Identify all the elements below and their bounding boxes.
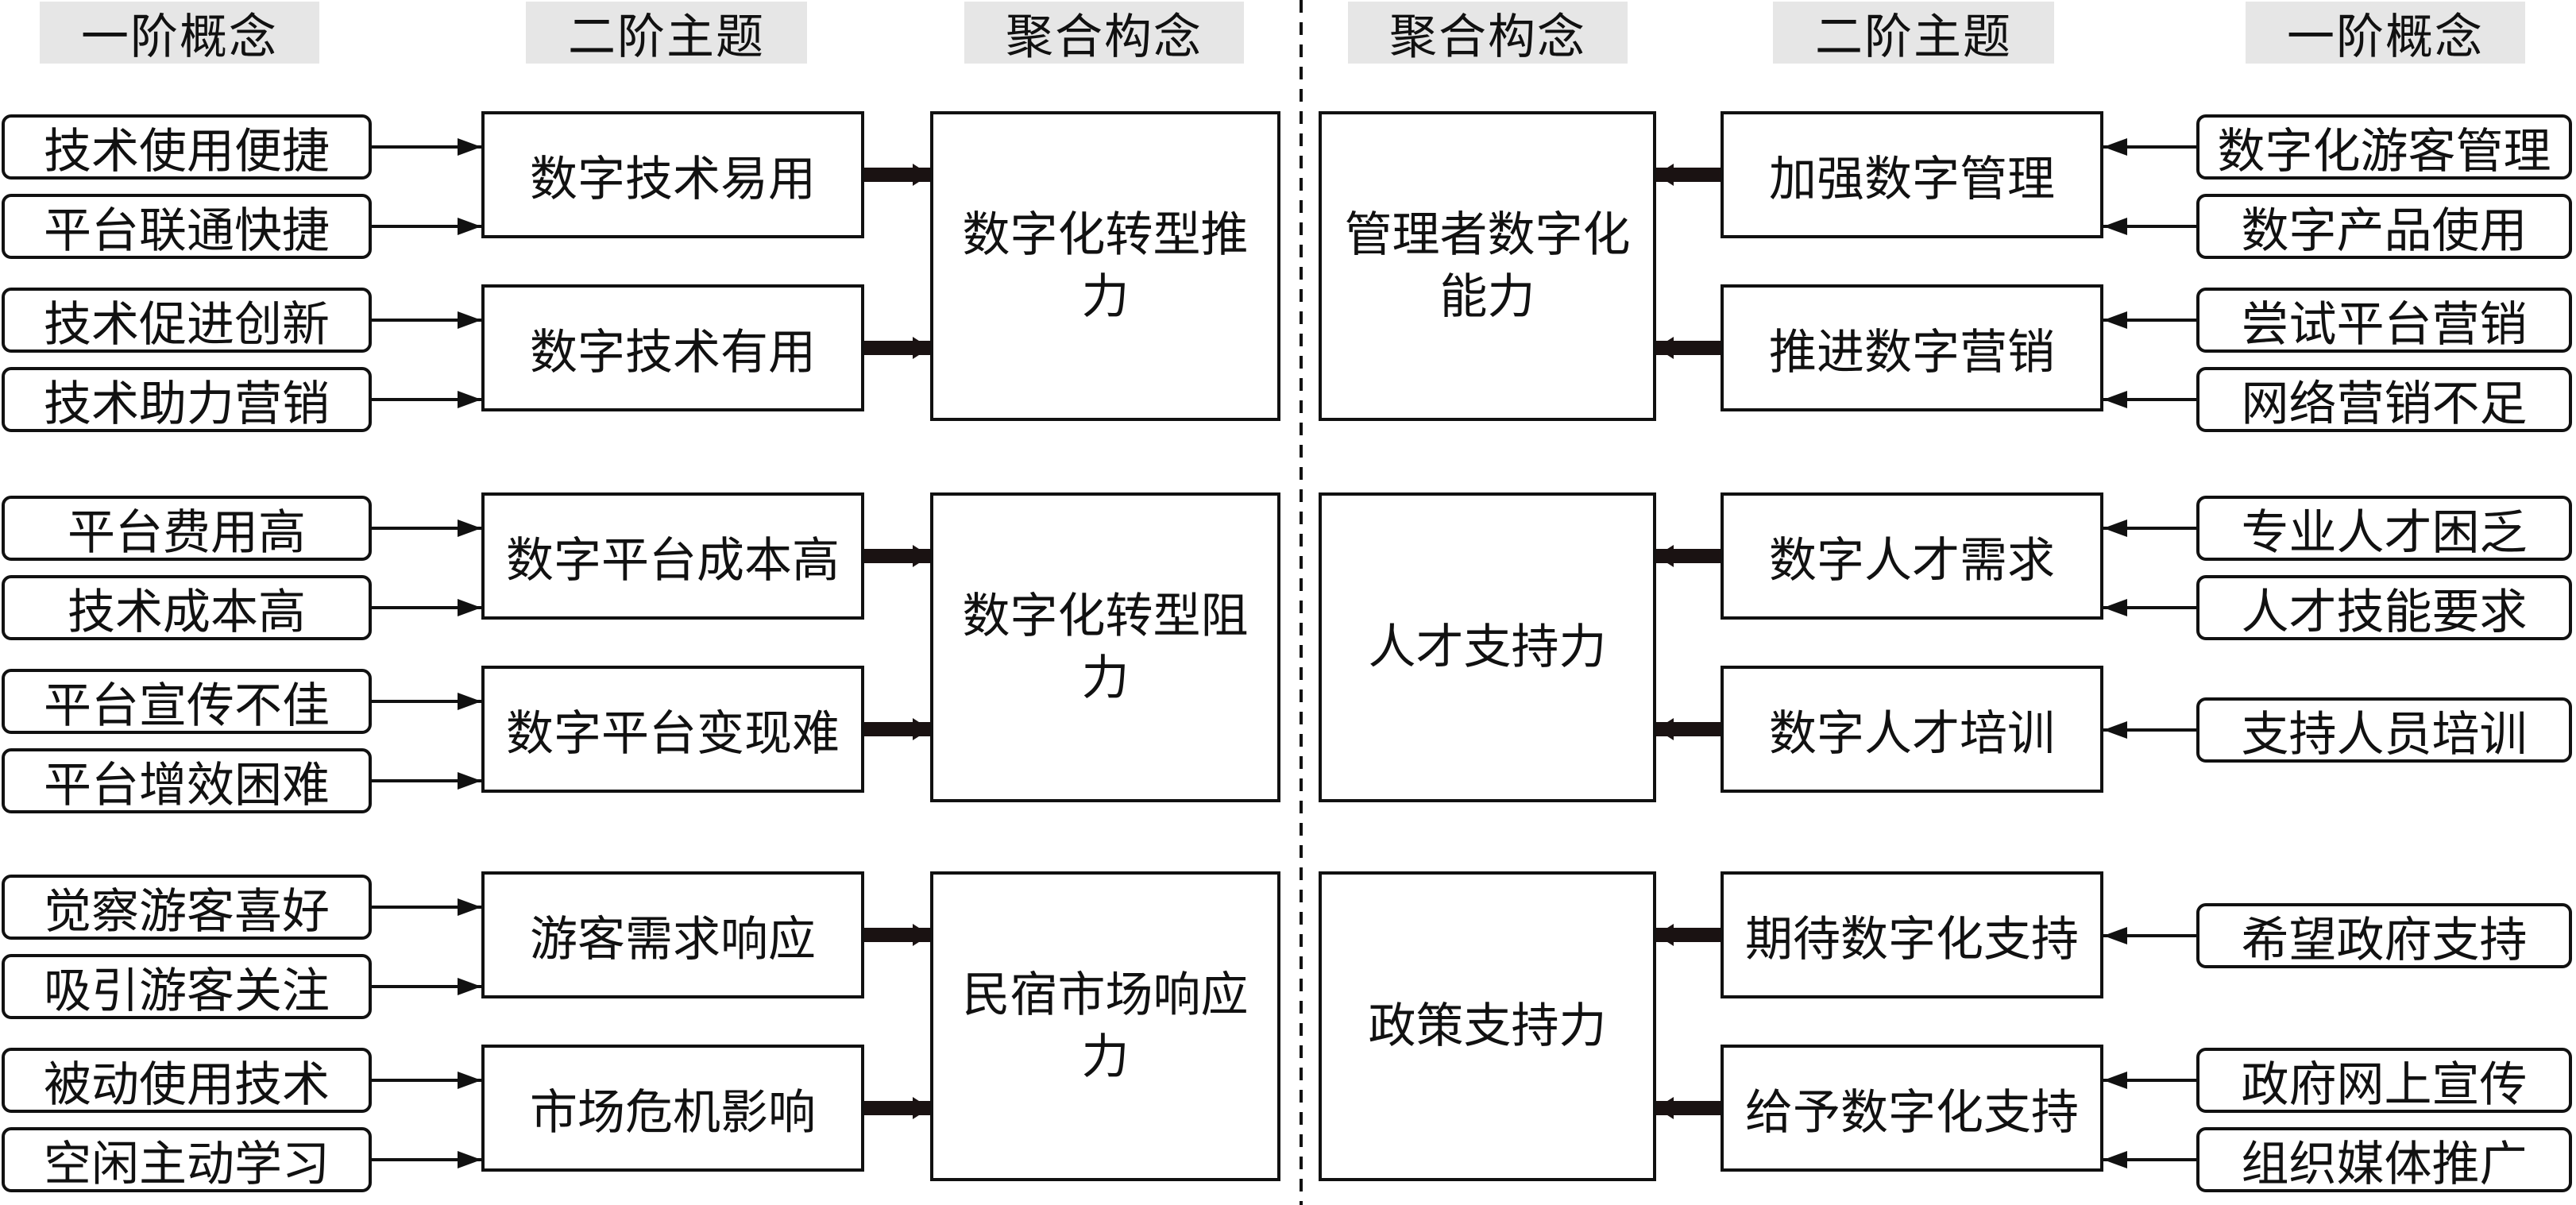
- concept-box-left-0-1-1-label: 技术助力营销: [44, 376, 330, 432]
- concept-box-left-1-0-1: 技术成本高: [2, 575, 372, 640]
- aggregate-box-left-0-label: 数字化转型推力: [962, 207, 1249, 325]
- aggregate-box-right-2: 政策支持力: [1319, 871, 1656, 1181]
- concept-box-left-0-1-0: 技术促进创新: [2, 288, 372, 353]
- concept-box-right-2-1-0: 政府网上宣传: [2196, 1048, 2572, 1113]
- aggregate-box-right-2-label: 政策支持力: [1368, 998, 1607, 1054]
- column-header-right-1: 二阶主题: [1773, 2, 2054, 65]
- concept-box-left-2-0-1: 吸引游客关注: [2, 954, 372, 1019]
- concept-box-left-0-0-0-label: 技术使用便捷: [44, 123, 330, 180]
- concept-box-left-1-1-1: 平台增效困难: [2, 748, 372, 813]
- theme-box-right-0-1-label: 推进数字营销: [1769, 324, 2055, 380]
- concept-box-left-1-1-1-label: 平台增效困难: [44, 757, 330, 813]
- concept-box-left-2-0-0-label: 觉察游客喜好: [44, 883, 330, 940]
- concept-box-right-2-1-1: 组织媒体推广: [2196, 1127, 2572, 1192]
- theme-box-right-2-0-label: 期待数字化支持: [1745, 911, 2079, 967]
- concept-box-left-1-0-0: 平台费用高: [2, 496, 372, 561]
- theme-box-right-1-1: 数字人才培训: [1721, 666, 2103, 793]
- column-header-left-0: 一阶概念: [40, 2, 319, 65]
- concept-box-right-2-1-0-label: 政府网上宣传: [2241, 1056, 2528, 1113]
- concept-box-left-2-1-0: 被动使用技术: [2, 1048, 372, 1113]
- concept-box-left-0-1-1: 技术助力营销: [2, 367, 372, 432]
- concept-box-left-0-1-0-label: 技术促进创新: [44, 296, 330, 353]
- theme-box-left-1-1: 数字平台变现难: [481, 666, 864, 793]
- column-header-right-0: 聚合构念: [1348, 2, 1628, 65]
- theme-box-left-1-0: 数字平台成本高: [481, 492, 864, 620]
- theme-box-left-0-0: 数字技术易用: [481, 111, 864, 238]
- aggregate-box-left-1-label: 数字化转型阻力: [962, 589, 1249, 706]
- aggregate-box-left-0: 数字化转型推力: [930, 111, 1280, 421]
- concept-box-left-1-0-1-label: 技术成本高: [68, 584, 306, 640]
- concept-box-right-0-1-0: 尝试平台营销: [2196, 288, 2572, 353]
- aggregate-box-right-1-label: 人才支持力: [1368, 620, 1607, 675]
- theme-box-right-0-0: 加强数字管理: [1721, 111, 2103, 238]
- aggregate-box-right-0: 管理者数字化能力: [1319, 111, 1656, 421]
- theme-box-right-1-0-label: 数字人才需求: [1769, 532, 2055, 589]
- concept-box-left-2-0-1-label: 吸引游客关注: [44, 963, 330, 1019]
- aggregate-box-right-0-label: 管理者数字化能力: [1344, 207, 1631, 325]
- concept-box-right-2-0-0-label: 希望政府支持: [2241, 912, 2528, 968]
- theme-box-left-0-1: 数字技术有用: [481, 284, 864, 411]
- concept-box-left-2-0-0: 觉察游客喜好: [2, 875, 372, 940]
- aggregate-box-left-1: 数字化转型阻力: [930, 492, 1280, 802]
- theme-box-right-2-1: 给予数字化支持: [1721, 1045, 2103, 1172]
- concept-box-right-2-0-0: 希望政府支持: [2196, 903, 2572, 968]
- concept-box-right-2-1-1-label: 组织媒体推广: [2241, 1136, 2528, 1192]
- theme-box-left-2-1-label: 市场危机影响: [530, 1084, 816, 1141]
- theme-box-right-0-0-label: 加强数字管理: [1769, 151, 2055, 207]
- concept-box-right-1-0-1: 人才技能要求: [2196, 575, 2572, 640]
- column-header-left-2: 聚合构念: [964, 2, 1244, 65]
- concept-box-right-1-0-0: 专业人才困乏: [2196, 496, 2572, 561]
- theme-box-right-0-1: 推进数字营销: [1721, 284, 2103, 411]
- theme-box-left-2-0-label: 游客需求响应: [530, 911, 816, 967]
- concept-box-right-0-0-1-label: 数字产品使用: [2241, 203, 2528, 259]
- concept-box-right-0-0-0: 数字化游客管理: [2196, 114, 2572, 180]
- concept-box-right-1-1-0-label: 支持人员培训: [2241, 706, 2528, 763]
- concept-box-left-2-1-1: 空闲主动学习: [2, 1127, 372, 1192]
- theme-box-left-0-1-label: 数字技术有用: [530, 324, 816, 380]
- theme-box-left-2-1: 市场危机影响: [481, 1045, 864, 1172]
- concept-box-right-0-0-0-label: 数字化游客管理: [2217, 123, 2551, 180]
- concept-box-right-1-0-1-label: 人才技能要求: [2241, 584, 2528, 640]
- aggregate-box-left-2: 民宿市场响应力: [930, 871, 1280, 1181]
- theme-box-left-2-0: 游客需求响应: [481, 871, 864, 998]
- concept-box-left-1-1-0-label: 平台宣传不佳: [44, 678, 330, 734]
- aggregate-box-left-2-label: 民宿市场响应力: [962, 967, 1249, 1085]
- concept-box-left-0-0-1-label: 平台联通快捷: [44, 203, 330, 259]
- theme-box-right-1-1-label: 数字人才培训: [1769, 705, 2055, 762]
- aggregate-box-right-1: 人才支持力: [1319, 492, 1656, 802]
- concept-box-left-0-0-0: 技术使用便捷: [2, 114, 372, 180]
- theme-box-right-2-1-label: 给予数字化支持: [1745, 1084, 2079, 1141]
- theme-box-right-2-0: 期待数字化支持: [1721, 871, 2103, 998]
- theme-box-left-0-0-label: 数字技术易用: [530, 151, 816, 207]
- concept-box-right-1-0-0-label: 专业人才困乏: [2241, 504, 2528, 561]
- concept-box-left-2-1-0-label: 被动使用技术: [44, 1056, 330, 1113]
- concept-box-left-1-0-0-label: 平台费用高: [68, 504, 306, 561]
- concept-box-right-0-1-1-label: 网络营销不足: [2241, 376, 2528, 432]
- theme-box-right-1-0: 数字人才需求: [1721, 492, 2103, 620]
- concept-box-left-0-0-1: 平台联通快捷: [2, 194, 372, 259]
- concept-box-right-1-1-0: 支持人员培训: [2196, 697, 2572, 763]
- theme-box-left-1-1-label: 数字平台变现难: [506, 705, 840, 762]
- concept-box-right-0-1-1: 网络营销不足: [2196, 367, 2572, 432]
- column-header-right-2: 一阶概念: [2246, 2, 2525, 65]
- concept-box-right-0-1-0-label: 尝试平台营销: [2241, 296, 2528, 353]
- theme-box-left-1-0-label: 数字平台成本高: [506, 532, 840, 589]
- column-header-left-1: 二阶主题: [526, 2, 807, 65]
- concept-box-left-1-1-0: 平台宣传不佳: [2, 669, 372, 734]
- concept-box-left-2-1-1-label: 空闲主动学习: [44, 1136, 330, 1192]
- concept-box-right-0-0-1: 数字产品使用: [2196, 194, 2572, 259]
